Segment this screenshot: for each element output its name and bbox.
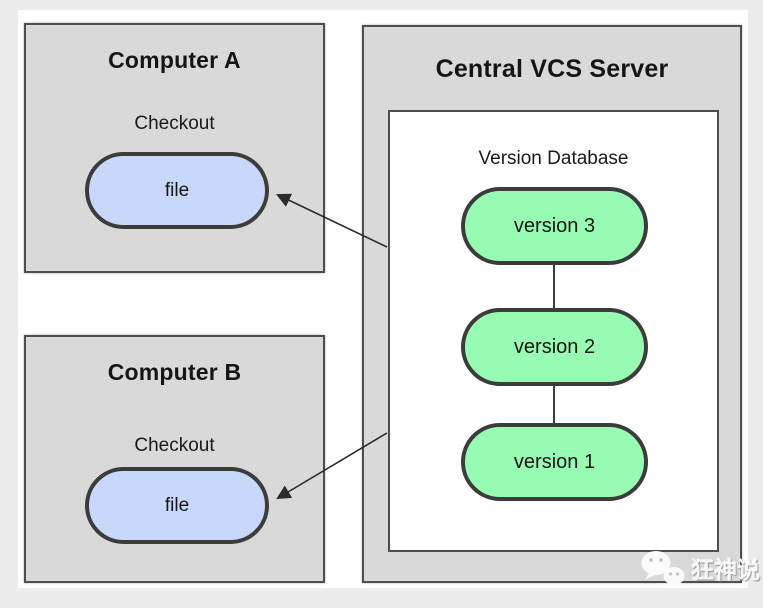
version-2-node: version 2 (461, 308, 648, 386)
computer-a-box: Computer A Checkout file (24, 23, 325, 273)
computer-b-title: Computer B (107, 359, 242, 385)
version-1-label: version 1 (513, 450, 596, 473)
central-vcs-server-box: Central VCS Server Version Database vers… (362, 25, 742, 583)
computer-a-checkout-label: Checkout (134, 113, 215, 134)
computer-b-file-node: file (85, 467, 269, 544)
watermark: 狂神说 (640, 549, 760, 587)
computer-b-checkout-label: Checkout (134, 435, 215, 456)
version-2-label: version 2 (513, 335, 596, 358)
version-database-title: Version Database (478, 148, 629, 169)
version-3-node: version 3 (461, 187, 648, 265)
diagram-canvas: Computer A Checkout file Computer B Chec… (18, 10, 748, 588)
computer-a-file-node: file (85, 152, 269, 229)
version-connector-line-top (553, 265, 555, 308)
computer-b-box: Computer B Checkout file (24, 335, 325, 583)
computer-a-file-label: file (164, 179, 190, 201)
wechat-icon (641, 551, 685, 587)
version-connector-line-bottom (553, 386, 555, 423)
computer-b-file-label: file (164, 494, 190, 516)
computer-a-title: Computer A (108, 47, 241, 73)
version-database-box: Version Database version 3 version 2 ver… (388, 110, 719, 552)
version-3-label: version 3 (513, 214, 596, 237)
watermark-text: 狂神说 (691, 557, 760, 583)
central-vcs-server-title: Central VCS Server (435, 55, 669, 83)
version-1-node: version 1 (461, 423, 648, 501)
